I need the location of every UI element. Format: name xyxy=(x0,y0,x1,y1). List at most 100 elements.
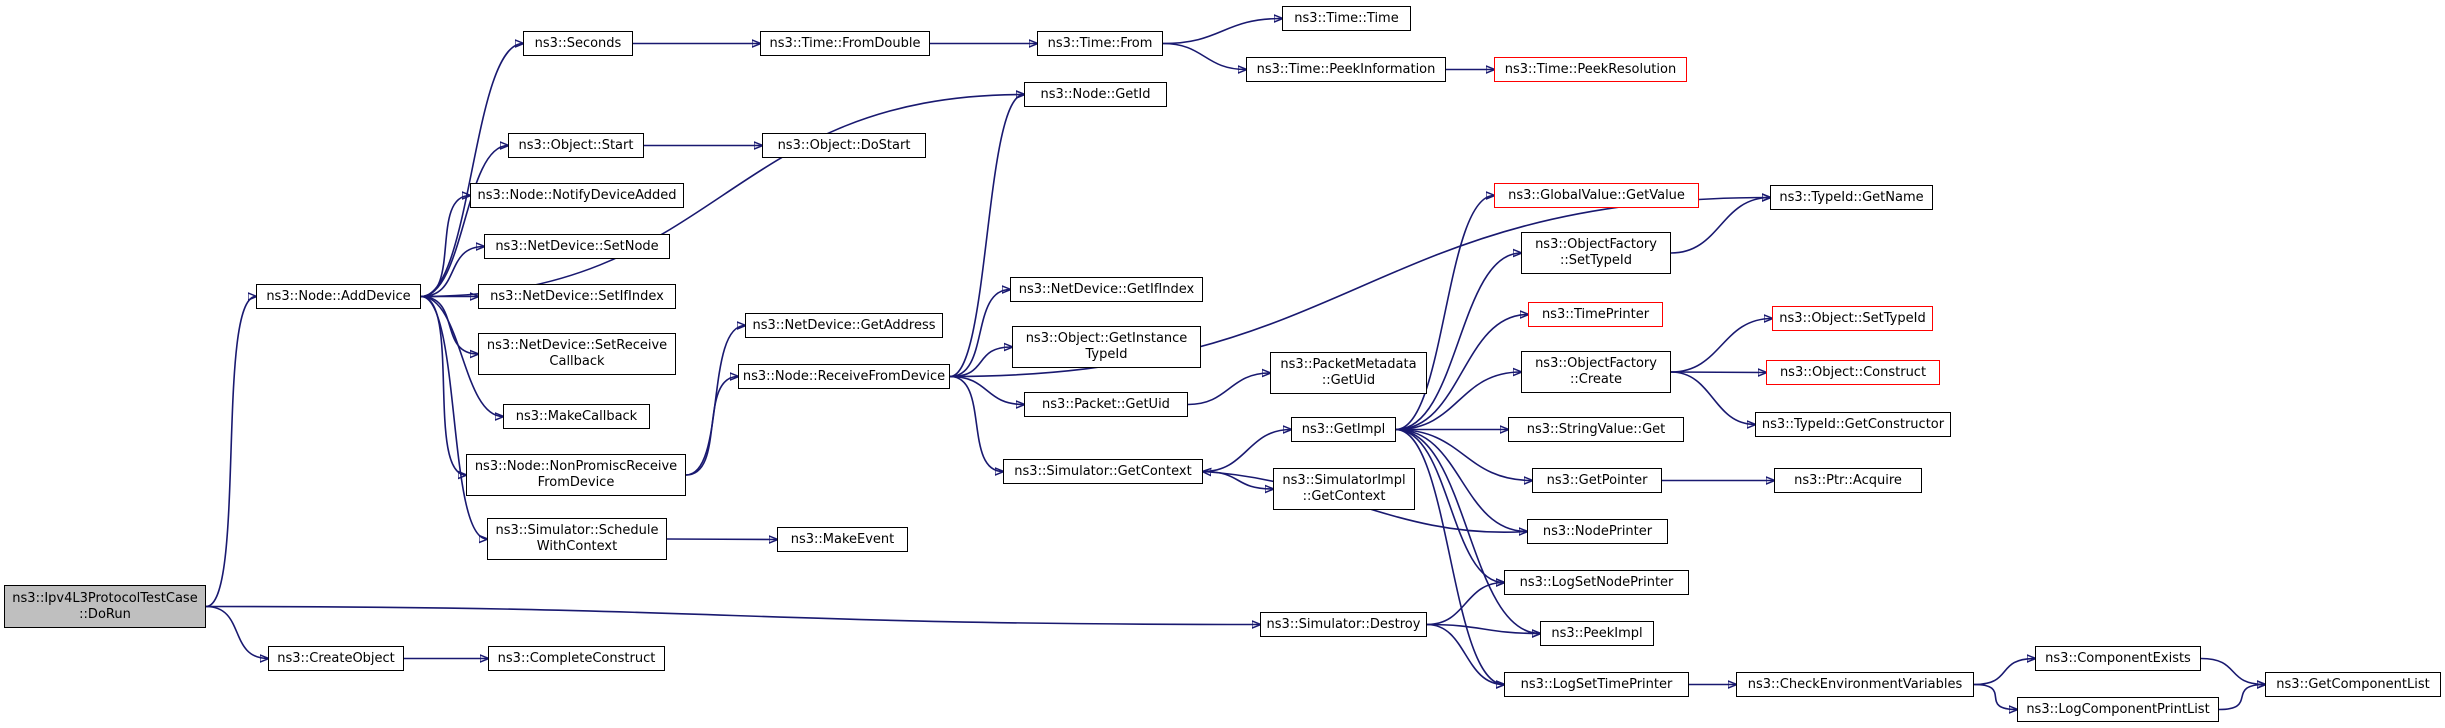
node-simimplgetctx[interactable]: ns3::SimulatorImpl::GetContext xyxy=(1273,468,1415,510)
node-nodeprinter[interactable]: ns3::NodePrinter xyxy=(1527,519,1668,544)
node-seconds[interactable]: ns3::Seconds xyxy=(523,31,633,56)
node-createobject[interactable]: ns3::CreateObject xyxy=(268,646,404,671)
edge-simdestroy-to-peekimpl xyxy=(1426,623,1540,634)
node-label-line: ns3::GlobalValue::GetValue xyxy=(1508,187,1685,203)
node-getifindex[interactable]: ns3::NetDevice::GetIfIndex xyxy=(1010,277,1203,302)
node-nodegetid[interactable]: ns3::Node::GetId xyxy=(1024,82,1167,107)
node-makeevent[interactable]: ns3::MakeEvent xyxy=(777,527,908,552)
node-simdestroy[interactable]: ns3::Simulator::Destroy xyxy=(1260,612,1427,637)
node-label-line: ns3::Time::From xyxy=(1047,35,1153,51)
edge-logcompprint-to-getcomplist xyxy=(2218,685,2265,711)
node-stringvalget[interactable]: ns3::StringValue::Get xyxy=(1508,417,1684,442)
node-label-line: ns3::Object::DoStart xyxy=(777,137,911,153)
edge-simgetctx-to-getimpl xyxy=(1202,430,1291,473)
node-getimpl[interactable]: ns3::GetImpl xyxy=(1291,417,1396,442)
node-timetime[interactable]: ns3::Time::Time xyxy=(1282,6,1411,31)
node-typeidgetctor[interactable]: ns3::TypeId::GetConstructor xyxy=(1755,412,1951,437)
node-label-line: ns3::CheckEnvironmentVariables xyxy=(1747,676,1963,692)
node-checkenv[interactable]: ns3::CheckEnvironmentVariables xyxy=(1736,672,1974,697)
node-label-line: FromDevice xyxy=(537,475,615,490)
node-getaddress[interactable]: ns3::NetDevice::GetAddress xyxy=(745,313,943,338)
node-ofcreate[interactable]: ns3::ObjectFactory::Create xyxy=(1521,351,1671,393)
edge-adddevice-to-nonpromisc xyxy=(420,295,466,476)
edge-ofcreate-to-typeidgetctor xyxy=(1670,371,1755,425)
node-timeprinter[interactable]: ns3::TimePrinter xyxy=(1528,302,1663,327)
edge-getimpl-to-ofsettypeid xyxy=(1395,253,1521,431)
node-ofsettypeid[interactable]: ns3::ObjectFactory::SetTypeId xyxy=(1521,232,1671,274)
node-simgetctx[interactable]: ns3::Simulator::GetContext xyxy=(1003,459,1203,484)
node-getcomplist[interactable]: ns3::GetComponentList xyxy=(2265,672,2441,697)
node-setnode[interactable]: ns3::NetDevice::SetNode xyxy=(484,234,670,259)
edge-dorun-to-createobject xyxy=(205,605,268,659)
node-objconstruct[interactable]: ns3::Object::Construct xyxy=(1766,360,1940,385)
edge-simgetctx-to-simimplgetctx xyxy=(1202,470,1273,490)
node-typeidgetname[interactable]: ns3::TypeId::GetName xyxy=(1770,185,1933,210)
node-label-line: Callback xyxy=(549,354,605,369)
edge-adddevice-to-objstart xyxy=(420,146,508,298)
node-label-line: ns3::LogSetTimePrinter xyxy=(1520,676,1673,692)
edge-checkenv-to-logcompprint xyxy=(1973,683,2017,710)
node-peekinfo[interactable]: ns3::Time::PeekInformation xyxy=(1246,57,1446,82)
edge-ofcreate-to-objsettypeid xyxy=(1670,319,1772,373)
node-objsettypeid[interactable]: ns3::Object::SetTypeId xyxy=(1772,306,1933,331)
edge-getimpl-to-peekimpl xyxy=(1395,428,1540,634)
edge-recvfromdev-to-packetgetuid xyxy=(949,375,1024,405)
node-fromdouble[interactable]: ns3::Time::FromDouble xyxy=(760,31,930,56)
node-logsettimeprinter[interactable]: ns3::LogSetTimePrinter xyxy=(1504,672,1689,697)
node-peekres[interactable]: ns3::Time::PeekResolution xyxy=(1494,57,1687,82)
node-label-line: ns3::NetDevice::GetIfIndex xyxy=(1018,281,1195,297)
node-logsetnodeprinter[interactable]: ns3::LogSetNodePrinter xyxy=(1504,570,1689,595)
node-label-line: ns3::TypeId::GetName xyxy=(1779,189,1924,205)
node-pmgetuid[interactable]: ns3::PacketMetadata::GetUid xyxy=(1270,352,1427,394)
node-compexists[interactable]: ns3::ComponentExists xyxy=(2035,646,2201,671)
edge-adddevice-to-schedctx xyxy=(420,295,487,540)
node-dorun[interactable]: ns3::Ipv4L3ProtocolTestCase::DoRun xyxy=(4,585,206,628)
node-label-line: ns3::Simulator::Schedule xyxy=(495,523,659,538)
node-timefrom[interactable]: ns3::Time::From xyxy=(1037,31,1163,56)
node-label-line: ns3::CreateObject xyxy=(277,650,395,666)
node-label-line: ns3::Ipv4L3ProtocolTestCase xyxy=(12,590,198,606)
node-label-line: ns3::GetImpl xyxy=(1301,421,1386,437)
node-label-line: ns3::Node::GetId xyxy=(1040,86,1151,102)
node-label-line: ns3::Ptr::Acquire xyxy=(1794,472,1902,488)
edge-recvfromdev-to-nodegetid xyxy=(949,95,1024,378)
edge-timefrom-to-peekinfo xyxy=(1162,42,1246,70)
edge-packetgetuid-to-pmgetuid xyxy=(1187,373,1270,406)
node-notifydevadded[interactable]: ns3::Node::NotifyDeviceAdded xyxy=(470,183,684,208)
node-logcompprint[interactable]: ns3::LogComponentPrintList xyxy=(2017,697,2219,722)
node-recvfromdev[interactable]: ns3::Node::ReceiveFromDevice xyxy=(738,364,950,389)
node-label-line: ::GetContext xyxy=(1302,489,1386,504)
node-label-line: ns3::ObjectFactory xyxy=(1535,356,1657,371)
node-label-line: ns3::NetDevice::GetAddress xyxy=(752,317,936,333)
node-label-line: ns3::Node::AddDevice xyxy=(266,288,411,304)
node-objstart[interactable]: ns3::Object::Start xyxy=(508,133,644,158)
node-completeconstruct[interactable]: ns3::CompleteConstruct xyxy=(488,646,665,671)
edge-ofcreate-to-objconstruct xyxy=(1670,372,1766,373)
node-label-line: WithContext xyxy=(536,539,618,554)
node-label-line: ns3::Object::GetInstance xyxy=(1025,331,1188,346)
edge-getimpl-to-logsettimeprinter xyxy=(1395,428,1504,685)
node-objdostart[interactable]: ns3::Object::DoStart xyxy=(762,133,926,158)
node-setifindex[interactable]: ns3::NetDevice::SetIfIndex xyxy=(478,284,676,309)
edge-getimpl-to-logsetnodeprinter xyxy=(1395,428,1504,583)
node-adddevice[interactable]: ns3::Node::AddDevice xyxy=(256,284,421,309)
node-label-line: ns3::Simulator::Destroy xyxy=(1266,616,1421,632)
node-label-line: ns3::Time::FromDouble xyxy=(769,35,921,51)
node-peekimpl[interactable]: ns3::PeekImpl xyxy=(1540,621,1654,646)
node-label-line: ns3::PacketMetadata xyxy=(1280,357,1417,372)
node-ptracquire[interactable]: ns3::Ptr::Acquire xyxy=(1774,468,1922,493)
node-getpointer[interactable]: ns3::GetPointer xyxy=(1532,468,1662,493)
edge-compexists-to-getcomplist xyxy=(2200,657,2265,685)
node-label-line: ns3::GetComponentList xyxy=(2276,676,2430,692)
node-label-line: ns3::Object::SetTypeId xyxy=(1779,310,1926,326)
node-label-line: ns3::TypeId::GetConstructor xyxy=(1761,416,1945,432)
node-makecallback[interactable]: ns3::MakeCallback xyxy=(503,404,650,429)
node-globalgetval[interactable]: ns3::GlobalValue::GetValue xyxy=(1494,183,1699,208)
node-packetgetuid[interactable]: ns3::Packet::GetUid xyxy=(1024,392,1188,417)
